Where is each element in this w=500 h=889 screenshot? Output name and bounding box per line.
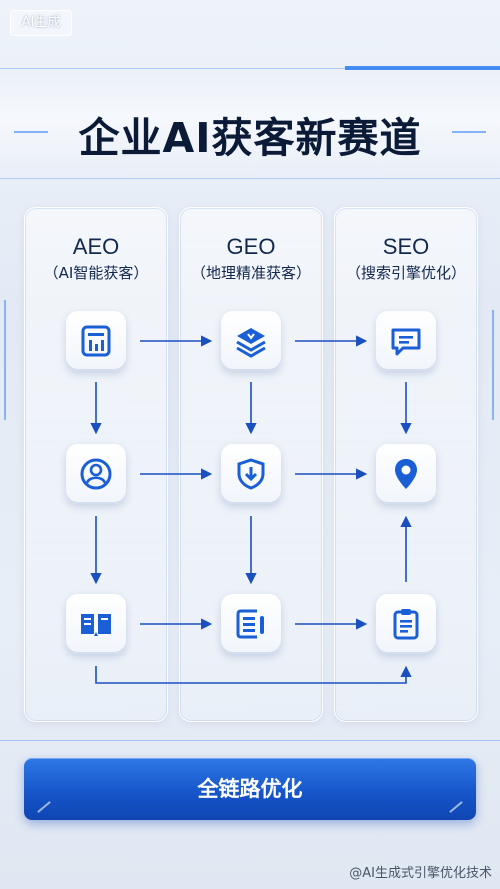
left-side-bracket [4, 300, 6, 420]
chat-text-icon [391, 328, 421, 356]
column-subtitle: （地理精准获客） [190, 264, 311, 282]
column-title: SEO [382, 234, 430, 259]
watermark-text: @AI生成式引擎优化技术 [349, 866, 492, 881]
page-title: 企业AI获客新赛道 [78, 114, 422, 162]
chart-doc-icon [81, 325, 111, 357]
node-aeo-3 [66, 594, 126, 654]
column-title: GEO [226, 234, 276, 259]
node-geo-3 [221, 594, 281, 654]
column-subtitle: （AI智能获客） [43, 264, 149, 282]
location-pin-icon [395, 459, 417, 489]
column-title: AEO [72, 234, 120, 259]
list-doc-icon [236, 609, 264, 639]
node-seo-1 [376, 311, 436, 371]
right-side-bracket [492, 310, 494, 420]
user-circle-icon [80, 458, 112, 490]
node-seo-2 [376, 444, 436, 504]
node-seo-3 [376, 594, 436, 654]
shield-download-icon [237, 458, 265, 490]
node-aeo-2 [66, 444, 126, 504]
node-geo-1 [221, 311, 281, 371]
top-accent-highlight [345, 66, 500, 70]
title-band [0, 72, 500, 182]
cta-top-line [0, 740, 500, 741]
open-book-icon [81, 614, 111, 636]
column-subtitle: （搜索引擎优化） [345, 264, 466, 282]
node-aeo-1 [66, 311, 126, 371]
node-geo-2 [221, 444, 281, 504]
clipboard-icon [393, 609, 419, 640]
layers-stack-icon [236, 328, 266, 358]
full-chain-optimization-button[interactable]: 全链路优化 [24, 758, 476, 820]
top-accent-line [0, 68, 500, 69]
ai-generated-badge: AI生成 [10, 10, 72, 36]
